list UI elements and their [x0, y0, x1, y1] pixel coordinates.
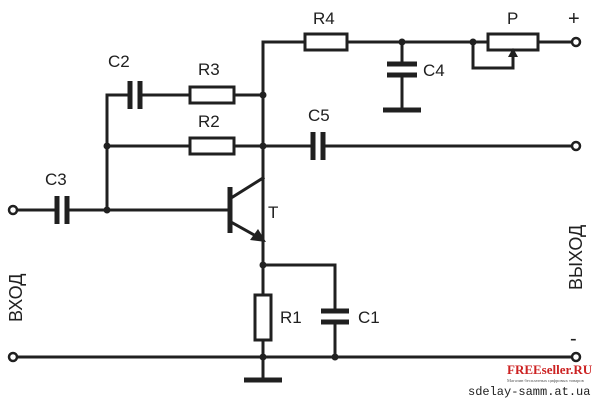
label-p: P — [507, 9, 518, 28]
top-rail — [261, 40, 575, 267]
label-c2: C2 — [108, 52, 130, 71]
terminal-plus — [570, 36, 582, 48]
label-c3: C3 — [45, 170, 67, 189]
resistor-r1 — [253, 293, 273, 342]
potentiometer-p — [471, 32, 540, 70]
label-r4: R4 — [313, 9, 335, 28]
watermark-logo: FREEseller.RU — [507, 362, 593, 377]
resistor-r3 — [188, 85, 236, 105]
label-c4: C4 — [423, 61, 445, 80]
feedback-branch-top — [105, 81, 265, 212]
transistor-t — [227, 175, 266, 242]
terminal-output — [570, 140, 582, 152]
label-c1: C1 — [358, 308, 380, 327]
junction-nodes — [103, 38, 477, 361]
label-r3: R3 — [198, 60, 220, 79]
input-branch — [14, 196, 230, 224]
label-input: ВХОД — [6, 274, 26, 322]
feedback-branch-r2 — [105, 132, 575, 160]
resistor-r4 — [303, 32, 349, 52]
watermark-tagline: Магазин бесплатных цифровых товаров — [507, 378, 584, 383]
label-r1: R1 — [280, 308, 302, 327]
label-minus: - — [570, 328, 577, 350]
watermark: FREEseller.RU Магазин бесплатных цифровы… — [468, 362, 593, 399]
terminal-input — [7, 204, 19, 216]
label-r2: R2 — [198, 112, 220, 131]
terminal-minus — [570, 351, 582, 363]
terminal-ground-left — [7, 351, 19, 363]
resistor-r2 — [188, 136, 236, 156]
watermark-site: sdelay-samm.at.ua — [468, 385, 590, 399]
label-t: T — [268, 203, 278, 222]
capacitor-c4 — [383, 40, 421, 113]
label-output: ВЫХОД — [566, 225, 586, 290]
label-plus: + — [568, 8, 580, 30]
label-c5: C5 — [308, 106, 330, 125]
